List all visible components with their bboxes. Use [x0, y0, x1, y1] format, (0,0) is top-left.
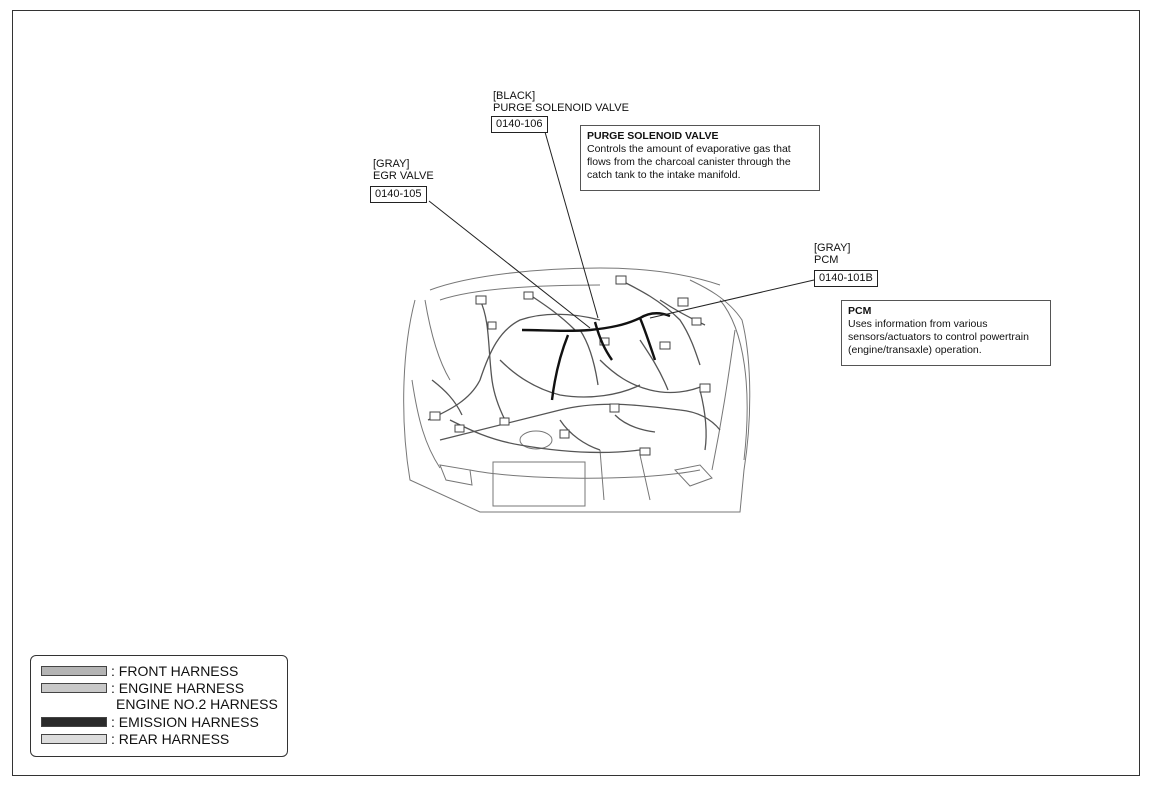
harness-legend: : FRONT HARNESS : ENGINE HARNESS ENGINE … [30, 655, 288, 757]
legend-item-label: : FRONT HARNESS [111, 662, 239, 679]
egr-valve-color-label: [GRAY] [373, 158, 410, 170]
egr-valve-connector-ref: 0140-105 [370, 186, 427, 203]
purge-valve-description-text: Controls the amount of evaporative gas t… [587, 143, 791, 181]
pcm-name-label: PCM [814, 254, 839, 266]
rear-harness-swatch [41, 733, 107, 744]
engine-harness-swatch [41, 682, 107, 693]
pcm-description: PCM Uses information from various sensor… [841, 300, 1051, 366]
legend-item-label: : EMISSION HARNESS [111, 713, 259, 730]
legend-item-emission-harness: : EMISSION HARNESS [41, 713, 287, 730]
legend-item-label: : REAR HARNESS [111, 730, 230, 747]
legend-item-front-harness: : FRONT HARNESS [41, 662, 287, 679]
pcm-connector-ref: 0140-101B [814, 270, 878, 287]
pcm-description-text: Uses information from various sensors/ac… [848, 318, 1029, 356]
pcm-color-label: [GRAY] [814, 242, 851, 254]
legend-item-rear-harness: : REAR HARNESS [41, 730, 287, 747]
purge-valve-description-title: PURGE SOLENOID VALVE [587, 130, 719, 142]
legend-item-engine-harness: : ENGINE HARNESS [41, 679, 287, 696]
purge-valve-description: PURGE SOLENOID VALVE Controls the amount… [580, 125, 820, 191]
legend-item-engine-no2-harness: ENGINE NO.2 HARNESS [116, 696, 278, 712]
front-harness-swatch [41, 665, 107, 676]
pcm-description-title: PCM [848, 305, 872, 317]
diagram-frame [12, 10, 1140, 776]
egr-valve-name-label: EGR VALVE [373, 170, 434, 182]
purge-valve-color-label: [BLACK] [493, 90, 536, 102]
emission-harness-swatch [41, 716, 107, 727]
legend-item-label: : ENGINE HARNESS [111, 679, 245, 696]
purge-valve-name-label: PURGE SOLENOID VALVE [493, 102, 629, 114]
purge-valve-connector-ref: 0140-106 [491, 116, 548, 133]
